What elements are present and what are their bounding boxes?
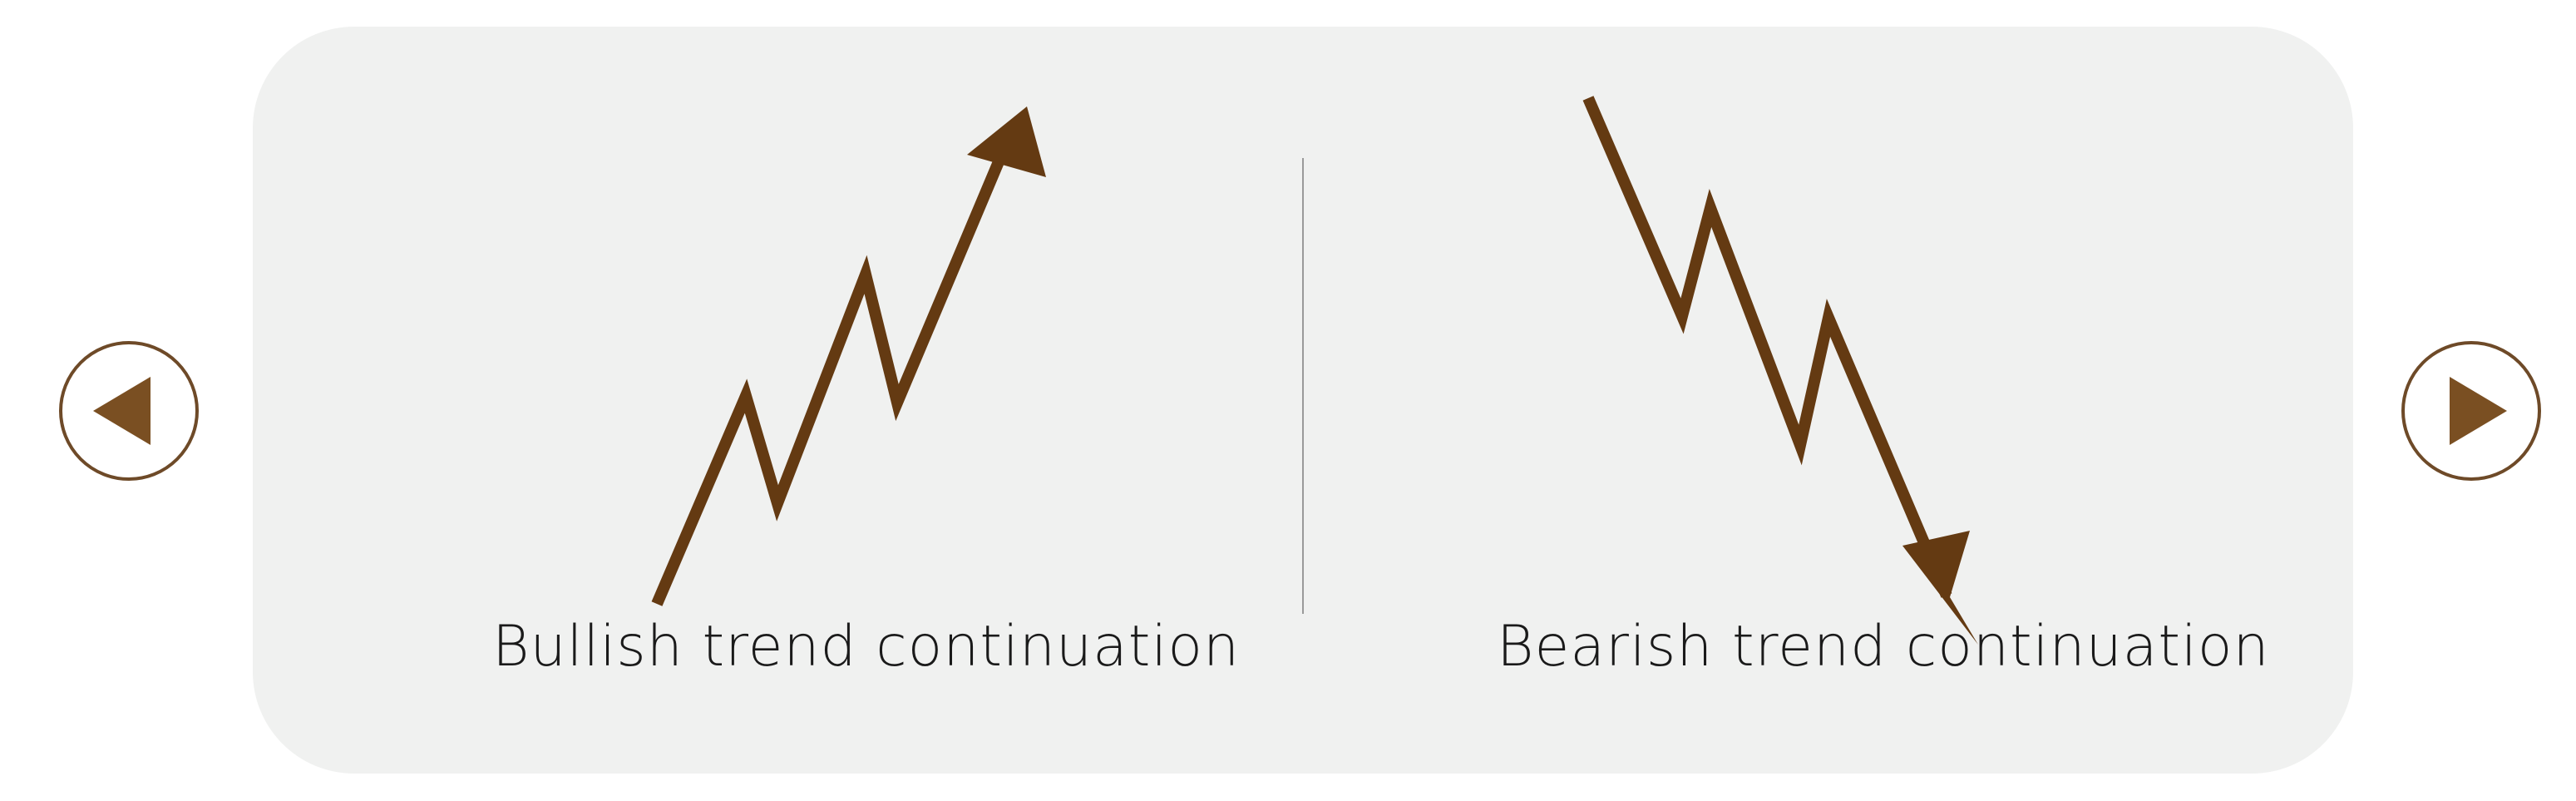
bearish-caption: Bearish trend continuation xyxy=(1497,614,2270,680)
triangle-right-icon xyxy=(2450,377,2507,445)
panel-divider xyxy=(1302,158,1304,614)
previous-slide-button[interactable] xyxy=(59,341,199,481)
bullish-caption: Bullish trend continuation xyxy=(492,614,1241,680)
triangle-left-icon xyxy=(93,377,151,445)
carousel-card xyxy=(253,27,2353,774)
bullish-zigzag-arrow-icon xyxy=(651,106,1046,606)
bearish-zigzag-arrow-icon xyxy=(1582,96,1978,645)
next-slide-button[interactable] xyxy=(2401,341,2541,481)
